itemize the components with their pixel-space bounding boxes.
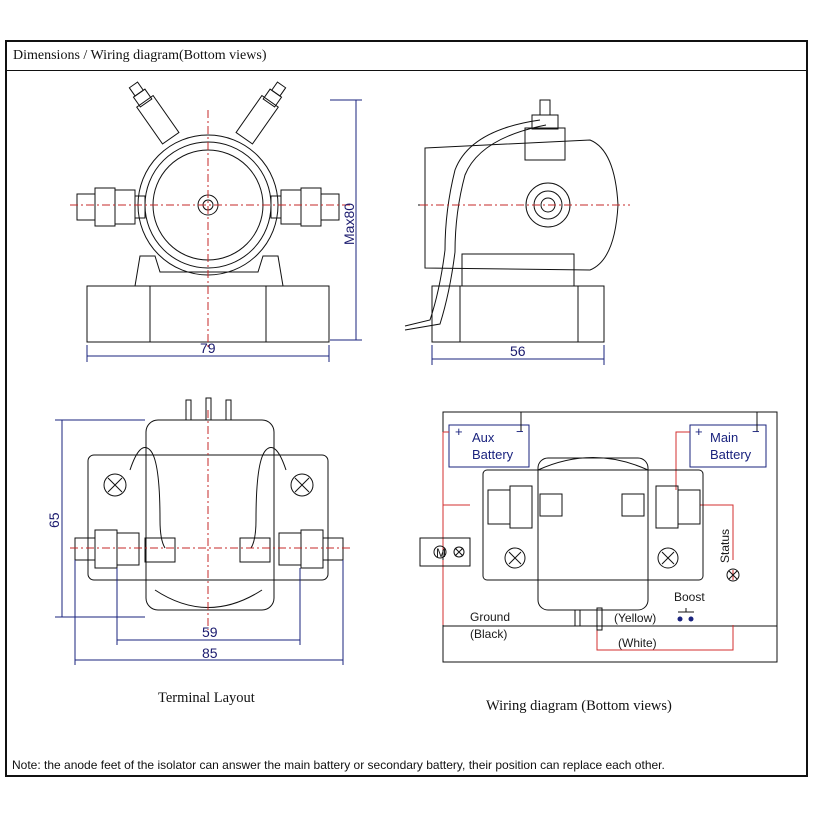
aux-plus: +: [455, 424, 463, 439]
ground-label-2: (Black): [470, 627, 507, 641]
main-battery-label-1: Main: [710, 430, 738, 445]
dim-59: 59: [202, 624, 218, 640]
dim-65: 65: [46, 512, 62, 528]
terminal-layout-view: [74, 397, 344, 611]
dim-max80: Max80: [341, 203, 357, 245]
motor-label: M: [436, 546, 446, 560]
yellow-wire-label: (Yellow): [614, 611, 656, 625]
dim-56: 56: [510, 343, 526, 359]
status-label: Status: [718, 529, 732, 563]
main-plus: +: [695, 424, 703, 439]
caption-terminal-layout: Terminal Layout: [158, 690, 255, 706]
main-minus: −: [752, 424, 760, 439]
wiring-diagram-view: [419, 411, 778, 663]
white-wire-label: (White): [618, 636, 657, 650]
caption-wiring-diagram: Wiring diagram (Bottom views): [486, 698, 672, 714]
side-view: [404, 99, 619, 343]
ground-label-1: Ground: [470, 610, 510, 624]
header-bar: Dimensions / Wiring diagram(Bottom views…: [7, 42, 806, 71]
aux-battery-label-1: Aux: [472, 430, 495, 445]
page-title: Dimensions / Wiring diagram(Bottom views…: [13, 48, 267, 63]
aux-minus: −: [516, 424, 524, 439]
footnote: Note: the anode feet of the isolator can…: [12, 758, 665, 772]
main-battery-label-2: Battery: [710, 447, 752, 462]
dim-79: 79: [200, 340, 216, 356]
aux-battery-label-2: Battery: [472, 447, 514, 462]
boost-label: Boost: [674, 590, 705, 604]
diagram-frame: Dimensions / Wiring diagram(Bottom views…: [5, 40, 808, 777]
dim-85: 85: [202, 645, 218, 661]
